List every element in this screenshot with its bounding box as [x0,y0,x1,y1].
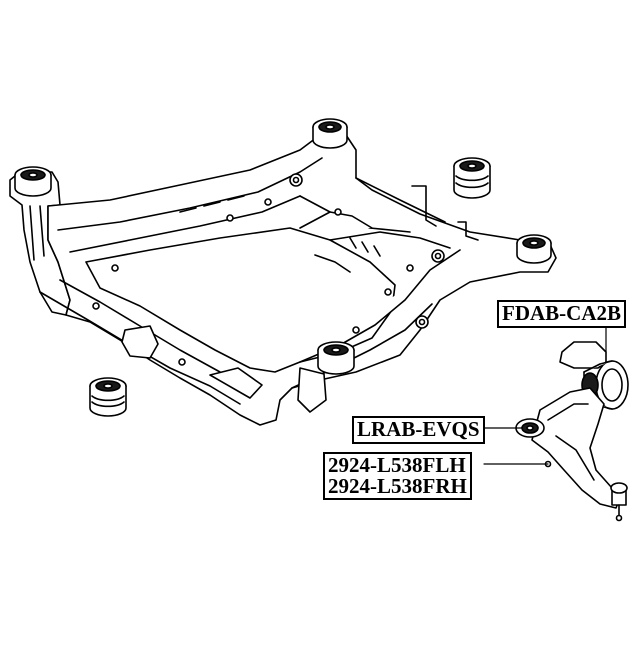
frame-bushing-rear-bottom [317,341,355,375]
label-lrab-evqs: LRAB-EVQS [352,416,485,444]
frame-bushing-right [516,234,552,264]
label-lrab-text: LRAB-EVQS [357,417,480,441]
control-arm [515,341,629,522]
label-arm-rh-text: 2924-L538FRH [328,474,467,498]
frame-bushing-rear-top [312,118,348,149]
loose-bushing-bottom-left [89,377,127,417]
frame-bushing-left-front [14,166,52,197]
loose-bushing-top-right [453,157,491,199]
label-fdab-ca2b: FDAB-CA2B [497,300,626,328]
subframe [9,134,557,426]
label-control-arm: 2924-L538FLH 2924-L538FRH [323,452,472,500]
label-fdab-text: FDAB-CA2B [502,301,621,325]
label-arm-lh-text: 2924-L538FLH [328,453,466,477]
